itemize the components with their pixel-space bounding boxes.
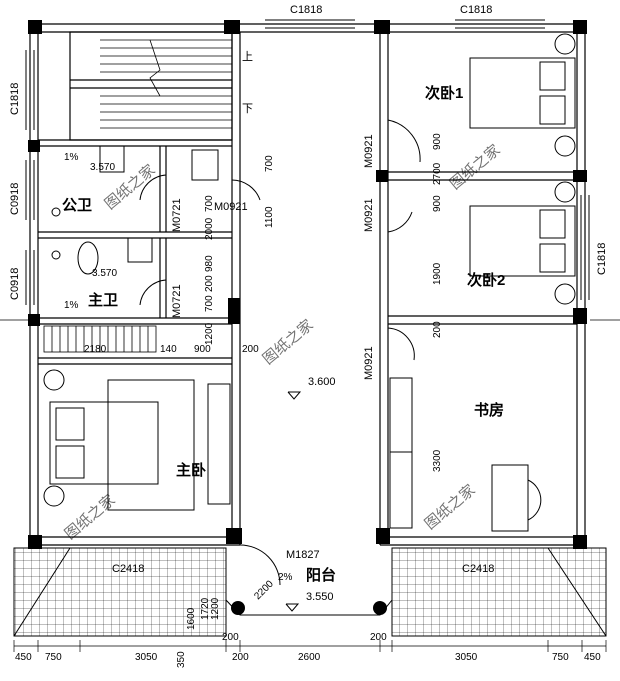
dim-bottom-0: 450 <box>15 652 32 663</box>
room-label-study: 书房 <box>474 401 504 419</box>
room-label-master-bath: 主卫 <box>88 291 118 309</box>
room-label-public-bath: 公卫 <box>62 197 92 214</box>
watermark-2: 图纸之家 <box>447 141 504 193</box>
slope-wc1: 1% <box>64 152 79 163</box>
dim-right-3: 1900 <box>432 262 443 285</box>
window-code-top-left: C1818 <box>290 4 322 16</box>
dim-right-2: 900 <box>432 195 443 212</box>
dim-bath-3: 200 <box>242 344 259 355</box>
room-label-bed1: 次卧1 <box>425 84 463 102</box>
dim-bottom-3: 200 <box>222 632 239 643</box>
slope-balcony: 2% <box>278 572 293 583</box>
stair-treads <box>100 39 232 129</box>
door-code-wc1: M0721 <box>171 198 183 232</box>
door-swings <box>139 119 421 586</box>
dim-right-1: 2700 <box>432 162 443 185</box>
dim-mid-5: 200 <box>204 275 215 292</box>
door-code-bed1: M0921 <box>363 134 375 168</box>
window-code-left-mid: C0918 <box>9 183 21 215</box>
dim-mid-2: 2000 <box>204 217 215 240</box>
dim-left-extra-0: 350 <box>176 651 187 668</box>
dim-left-extra-1: 1600 <box>186 607 197 630</box>
columns <box>28 20 587 549</box>
balcony-floor <box>13 547 607 637</box>
elevation-balcony-mark <box>285 603 300 612</box>
dim-mid-7: 1200 <box>204 322 215 345</box>
dim-bottom-1: 750 <box>45 652 62 663</box>
door-code-balcony: M1827 <box>286 549 320 561</box>
stair-up-label: 上 <box>242 50 253 63</box>
dim-mid-4: 980 <box>204 255 215 272</box>
window-code-left-low: C0918 <box>9 268 21 300</box>
dim-mid-1: 1100 <box>264 206 275 228</box>
window-code-bottom-right: C2418 <box>462 563 494 575</box>
dim-balcony-corner: 2200 <box>252 578 276 602</box>
window-code-top-right: C1818 <box>460 4 492 16</box>
room-label-bed2: 次卧2 <box>467 271 505 289</box>
stair-down-label: 下 <box>242 103 253 115</box>
dim-bottom-2: 3050 <box>135 652 158 663</box>
dimension-lines <box>0 319 620 652</box>
door-code-study: M0921 <box>363 346 375 380</box>
elevation-wc1: 3.570 <box>90 162 115 173</box>
room-label-master: 主卧 <box>176 461 206 479</box>
watermark-3: 图纸之家 <box>260 316 317 368</box>
dim-bottom-9: 450 <box>584 652 601 663</box>
dim-balcony-step-0: 1200 <box>210 597 221 620</box>
slope-wc2: 1% <box>64 300 79 311</box>
door-code-wc2: M0721 <box>171 284 183 318</box>
elevation-balcony: 3.550 <box>306 591 334 603</box>
dim-mid-6: 700 <box>204 295 215 312</box>
dim-balcony-step-1: 1720 <box>200 597 211 620</box>
door-code-bed2: M0921 <box>363 198 375 232</box>
dim-bottom-6: 200 <box>370 632 387 643</box>
dim-bath-1: 140 <box>160 344 177 355</box>
dim-bath-0: 2180 <box>84 344 107 355</box>
window-code-right-mid: C1818 <box>596 243 608 275</box>
dim-bottom-7: 3050 <box>455 652 478 663</box>
dim-right-4: 3300 <box>432 449 443 472</box>
dim-mid-0: 700 <box>264 155 275 172</box>
dim-bottom-5: 2600 <box>298 652 321 663</box>
dim-right-5: 200 <box>432 321 443 338</box>
elevation-wc2: 3.570 <box>92 268 117 279</box>
elevation-hall-mark <box>287 391 302 400</box>
room-label-balcony: 阳台 <box>306 566 336 584</box>
watermark-5: 图纸之家 <box>422 481 479 533</box>
watermark-4: 图纸之家 <box>62 491 119 543</box>
window-code-bottom-left: C2418 <box>112 563 144 575</box>
window-code-left-top: C1818 <box>9 83 21 115</box>
dim-bottom-4: 200 <box>232 652 249 663</box>
elevation-hall: 3.600 <box>308 376 336 388</box>
dim-bath-2: 900 <box>194 344 211 355</box>
dim-mid-3: 700 <box>204 195 215 212</box>
window-marks <box>25 19 590 305</box>
furniture <box>43 33 576 532</box>
shower-grid <box>43 325 157 353</box>
door-code-stair: M0921 <box>214 201 248 213</box>
dim-right-0: 900 <box>432 133 443 150</box>
dim-bottom-8: 750 <box>552 652 569 663</box>
